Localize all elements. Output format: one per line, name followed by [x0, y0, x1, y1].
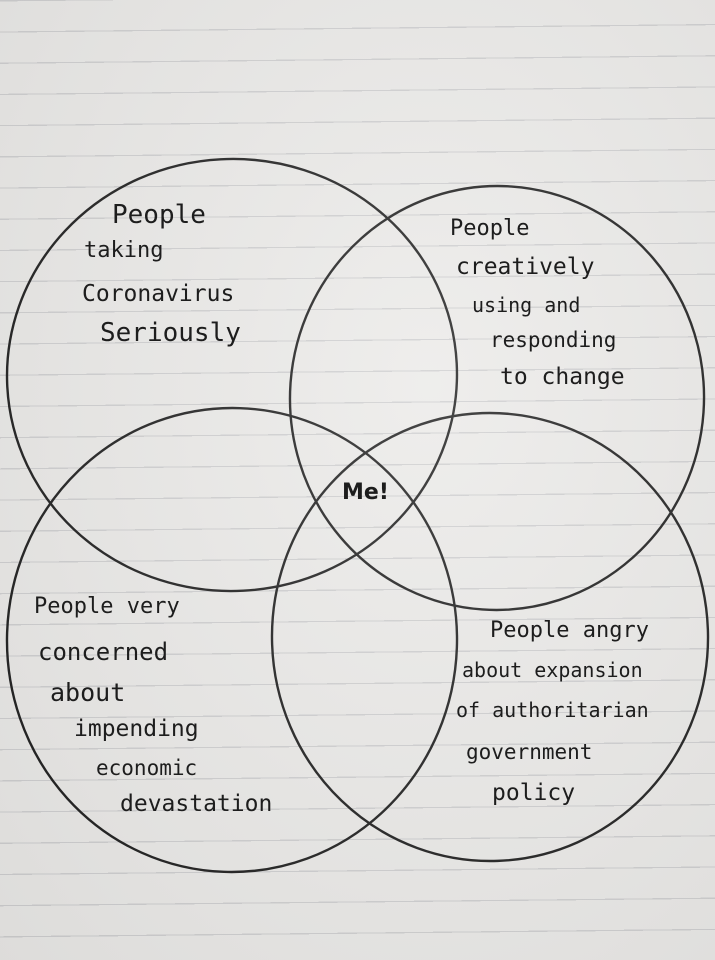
- label-bottom-left-line-1: People very: [34, 594, 180, 619]
- circle-top-right: [288, 184, 706, 612]
- label-top-left-line-3: Coronavirus: [82, 281, 235, 307]
- label-top-left-line-1: People: [112, 200, 206, 230]
- label-top-right-line-5: to change: [500, 364, 625, 390]
- label-top-right-line-4: responding: [490, 328, 617, 352]
- label-top-right-line-2: creatively: [456, 254, 595, 280]
- circle-bottom-right: [270, 411, 710, 863]
- label-bottom-left-line-3: about: [50, 678, 126, 707]
- label-bottom-right-line-2: about expansion: [462, 658, 643, 682]
- label-top-left-line-4: Seriously: [100, 318, 241, 348]
- label-bottom-right-line-4: government: [466, 740, 593, 764]
- label-bottom-right-line-5: policy: [492, 780, 576, 806]
- circle-top-left: [5, 157, 459, 593]
- circle-bottom-left: [5, 406, 459, 874]
- label-bottom-right-line-1: People angry: [490, 618, 649, 643]
- label-top-right-line-3: using and: [472, 293, 581, 317]
- label-top-right-line-1: People: [450, 216, 530, 241]
- label-top-left-line-2: taking: [84, 238, 164, 263]
- label-bottom-right-line-3: of authoritarian: [456, 698, 649, 722]
- label-bottom-left-line-6: devastation: [120, 791, 273, 817]
- label-center-me: Me!: [342, 480, 389, 505]
- label-bottom-left-line-2: concerned: [38, 638, 169, 666]
- label-bottom-left-line-4: impending: [74, 716, 199, 742]
- label-bottom-left-line-5: economic: [96, 756, 198, 780]
